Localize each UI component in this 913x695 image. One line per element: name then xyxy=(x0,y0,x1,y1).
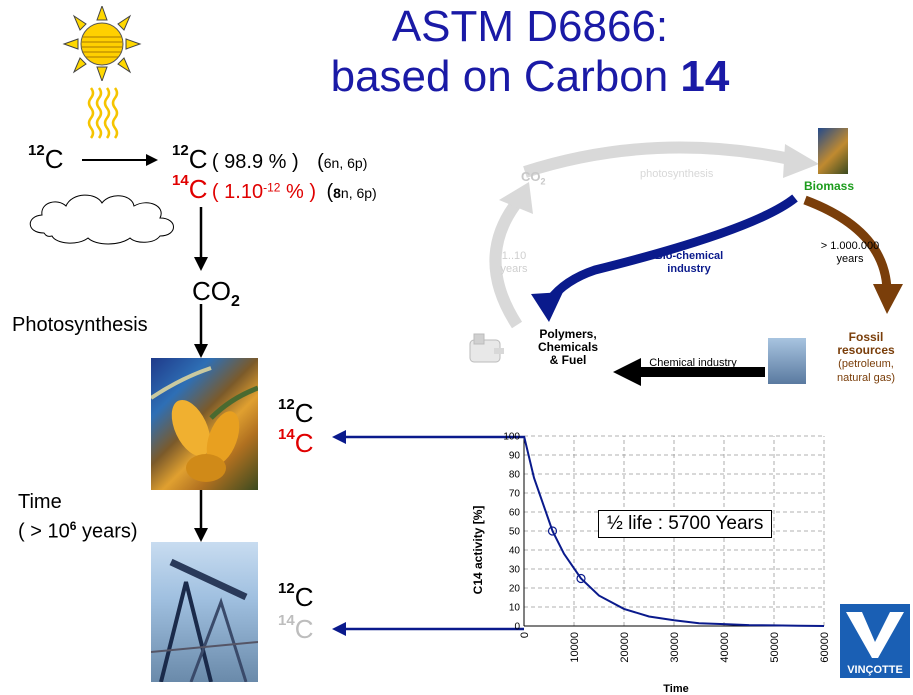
x-tick-label: 40000 xyxy=(719,632,731,663)
biomass-c12-label: 12C xyxy=(278,396,314,428)
atmosphere-c12-label: 12C xyxy=(28,142,64,174)
sunlight-rays-icon xyxy=(87,87,119,139)
y-tick-label: 90 xyxy=(509,451,521,462)
x-tick-label: 50000 xyxy=(769,632,781,663)
fossil-c14-label: 14C xyxy=(278,612,314,644)
co2-label: CO2 xyxy=(192,276,240,311)
x-tick-label: 0 xyxy=(519,632,531,638)
cycle-biomass-label: Biomass xyxy=(804,179,855,193)
half-life-markers xyxy=(547,526,586,584)
isotope-row-c14: 14C ( 1.10-12 % ) (8n, 6p) xyxy=(172,172,377,204)
biomass-c14-label: 14C xyxy=(278,426,314,458)
y-tick-label: 60 xyxy=(509,508,521,519)
x-tick-label: 10000 xyxy=(569,632,581,663)
arrow-down-icon xyxy=(194,207,208,271)
y-tick-label: 80 xyxy=(509,470,521,481)
decay-curve xyxy=(523,435,825,627)
title-line-2-prefix: based on Carbon xyxy=(330,52,681,101)
isotope-row-c12: 12C ( 98.9 % ) (6n, 6p) xyxy=(172,142,368,174)
y-tick-label: 100 xyxy=(503,432,520,443)
half-life-marker xyxy=(576,573,586,584)
cycle-co2-label: CO2 xyxy=(521,169,546,187)
time-label: Time ( > 106 years) xyxy=(18,491,138,543)
vincotte-logo: VINÇOTTE xyxy=(840,604,910,678)
x-tick-label: 30000 xyxy=(669,632,681,663)
fossil-photo xyxy=(151,542,258,682)
y-tick-label: 30 xyxy=(509,565,521,576)
fossil-c12-label: 12C xyxy=(278,580,314,612)
arrow-c14-0-icon xyxy=(332,622,524,636)
arrow-down-icon xyxy=(194,490,208,542)
x-tick-label: 60000 xyxy=(819,632,831,663)
y-tick-label: 40 xyxy=(509,546,521,557)
half-life-marker xyxy=(547,526,558,536)
biomass-photo xyxy=(151,358,258,490)
fossil-thumbnail xyxy=(768,338,806,384)
chart-x-axis-label: Time xyxy=(663,683,688,694)
x-tick-label: 20000 xyxy=(619,632,631,663)
arrow-c14-100-icon xyxy=(332,430,524,444)
half-life-annotation: ½ life : 5700 Years xyxy=(598,510,773,538)
cloud-icon xyxy=(29,194,174,245)
arrow-down-icon xyxy=(194,304,208,358)
carbon-cycle-diagram xyxy=(489,141,903,386)
cycle-photosynthesis-label: photosynthesis xyxy=(640,168,714,180)
chart-y-axis-label: C14 activity [%] xyxy=(471,506,485,595)
arrow-right-icon xyxy=(82,154,158,166)
vincotte-logo-text: VINÇOTTE xyxy=(847,664,903,676)
slide-title: ASTM D6866: based on Carbon 14 xyxy=(200,2,860,102)
y-tick-label: 0 xyxy=(514,622,520,633)
y-tick-label: 50 xyxy=(509,527,521,538)
y-tick-label: 20 xyxy=(509,584,521,595)
title-line-1: ASTM D6866: xyxy=(391,2,669,51)
y-tick-label: 10 xyxy=(509,603,521,614)
y-tick-label: 70 xyxy=(509,489,521,500)
c14-decay-chart: 0 10 20 30 40 50 60 70 80 90 100 0 10000 20000 30000 4… xyxy=(471,432,831,695)
polymers-thumbnail xyxy=(466,330,506,370)
cycle-polymers-label: Polymers,Chemicals& Fuel xyxy=(537,327,599,367)
cycle-chemical-industry-label: Chemical industry xyxy=(649,357,737,369)
chart-x-ticks: 0 10000 20000 30000 40000 50000 60000 xyxy=(519,632,831,663)
photosynthesis-label: Photosynthesis xyxy=(12,314,148,336)
sun-icon xyxy=(62,6,142,81)
title-line-2-bold: 14 xyxy=(680,52,730,101)
chart-y-ticks: 0 10 20 30 40 50 60 70 80 90 100 xyxy=(503,432,520,633)
biomass-thumbnail xyxy=(818,128,848,174)
